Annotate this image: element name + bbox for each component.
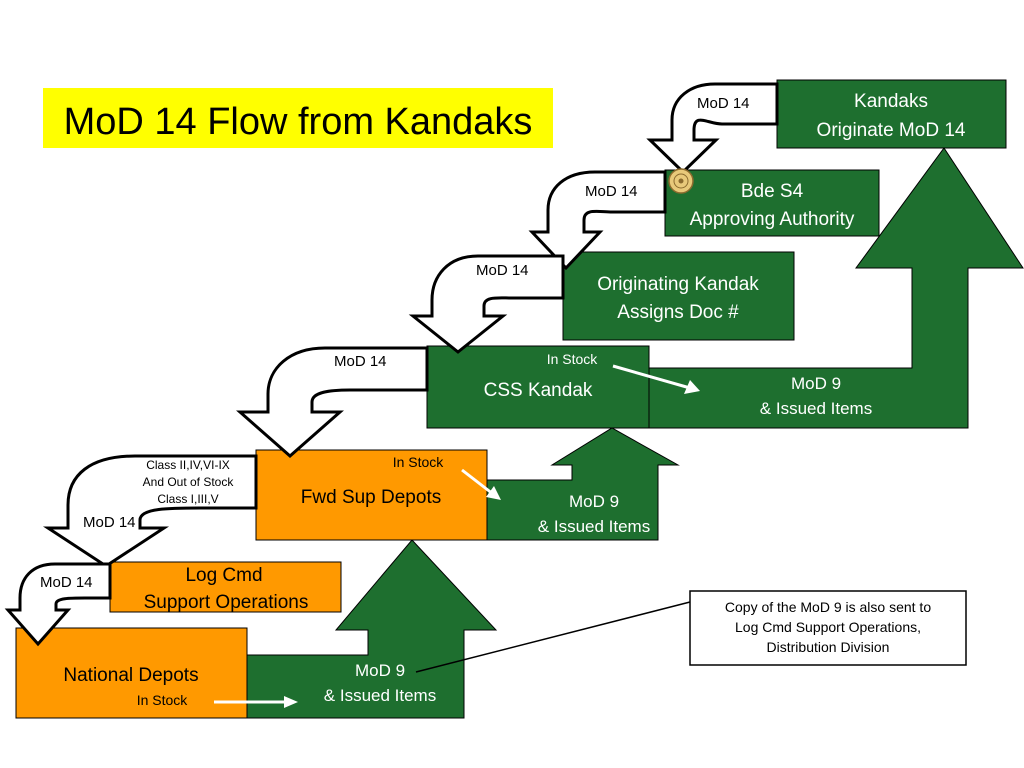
fwd-in-stock-arrow: [461, 468, 494, 496]
bde-s4-line1: Bde S4: [741, 181, 804, 202]
page-title: MoD 14 Flow from Kandaks: [64, 101, 533, 143]
class-note-line3: Class I,III,V: [157, 492, 218, 506]
up-arrow-css: [485, 427, 680, 541]
fwd-in-stock-label: In Stock: [393, 454, 445, 470]
css-mod9-line2: & Issued Items: [760, 399, 872, 418]
callout-line2: Log Cmd Support Operations,: [735, 619, 921, 635]
curved-arrow-4: [236, 346, 429, 458]
box-css-kandak: [426, 345, 650, 429]
callout-line3: Distribution Division: [767, 639, 890, 655]
emblem-seal-icon: [668, 168, 694, 194]
flow-label-4: MoD 14: [334, 353, 387, 370]
css-in-stock-arrowhead: [684, 380, 700, 394]
kandaks-line1: Kandaks: [854, 91, 928, 112]
curved-arrow-6: [4, 562, 112, 647]
title-background: [43, 88, 553, 148]
flow-label-6: MoD 14: [40, 574, 93, 591]
national-depots-label: National Depots: [63, 665, 198, 686]
up-arrow-fwd: [245, 539, 498, 719]
curved-arrow-5: [42, 454, 258, 568]
log-cmd-line2: Support Operations: [144, 592, 309, 613]
nat-in-stock-arrowhead: [284, 696, 298, 708]
originating-kandak-line2: Assigns Doc #: [617, 302, 739, 323]
callout-box: [689, 590, 967, 666]
fwd-in-stock-arrowhead: [486, 486, 501, 500]
flow-label-3: MoD 14: [476, 262, 529, 279]
box-bde-s4: [664, 169, 880, 237]
up-arrow-kandaks: [647, 147, 1024, 429]
log-cmd-line1: Log Cmd: [185, 565, 262, 586]
callout-line1: Copy of the MoD 9 is also sent to: [725, 599, 931, 615]
nat-mod9-line2: & Issued Items: [324, 686, 436, 705]
callout-connector: [415, 601, 691, 673]
curved-arrow-2: [528, 170, 667, 271]
box-log-cmd: [109, 561, 342, 613]
css-kandak-label: CSS Kandak: [484, 380, 593, 401]
nat-in-stock-label: In Stock: [137, 692, 189, 708]
class-note-line1: Class II,IV,VI-IX: [146, 458, 230, 472]
nat-mod9-line1: MoD 9: [355, 661, 405, 680]
css-in-stock-label: In Stock: [547, 351, 599, 367]
flow-label-2: MoD 14: [585, 183, 638, 200]
box-fwd-sup-depots: [255, 449, 488, 541]
fwd-mod9-line2: & Issued Items: [538, 517, 650, 536]
flow-label-1: MoD 14: [697, 95, 750, 112]
class-note-line2: And Out of Stock: [143, 475, 235, 489]
box-national-depots: [15, 627, 248, 719]
bde-s4-line2: Approving Authority: [690, 209, 855, 230]
fwd-sup-depots-label: Fwd Sup Depots: [301, 487, 441, 508]
fwd-mod9-line1: MoD 9: [569, 492, 619, 511]
kandaks-line2: Originate MoD 14: [817, 120, 966, 141]
box-originating-kandak: [562, 251, 795, 341]
originating-kandak-line1: Originating Kandak: [597, 274, 759, 295]
css-in-stock-arrow: [612, 364, 691, 390]
css-mod9-line1: MoD 9: [791, 374, 841, 393]
flow-label-5: MoD 14: [83, 514, 136, 531]
curved-arrow-3: [408, 254, 565, 354]
